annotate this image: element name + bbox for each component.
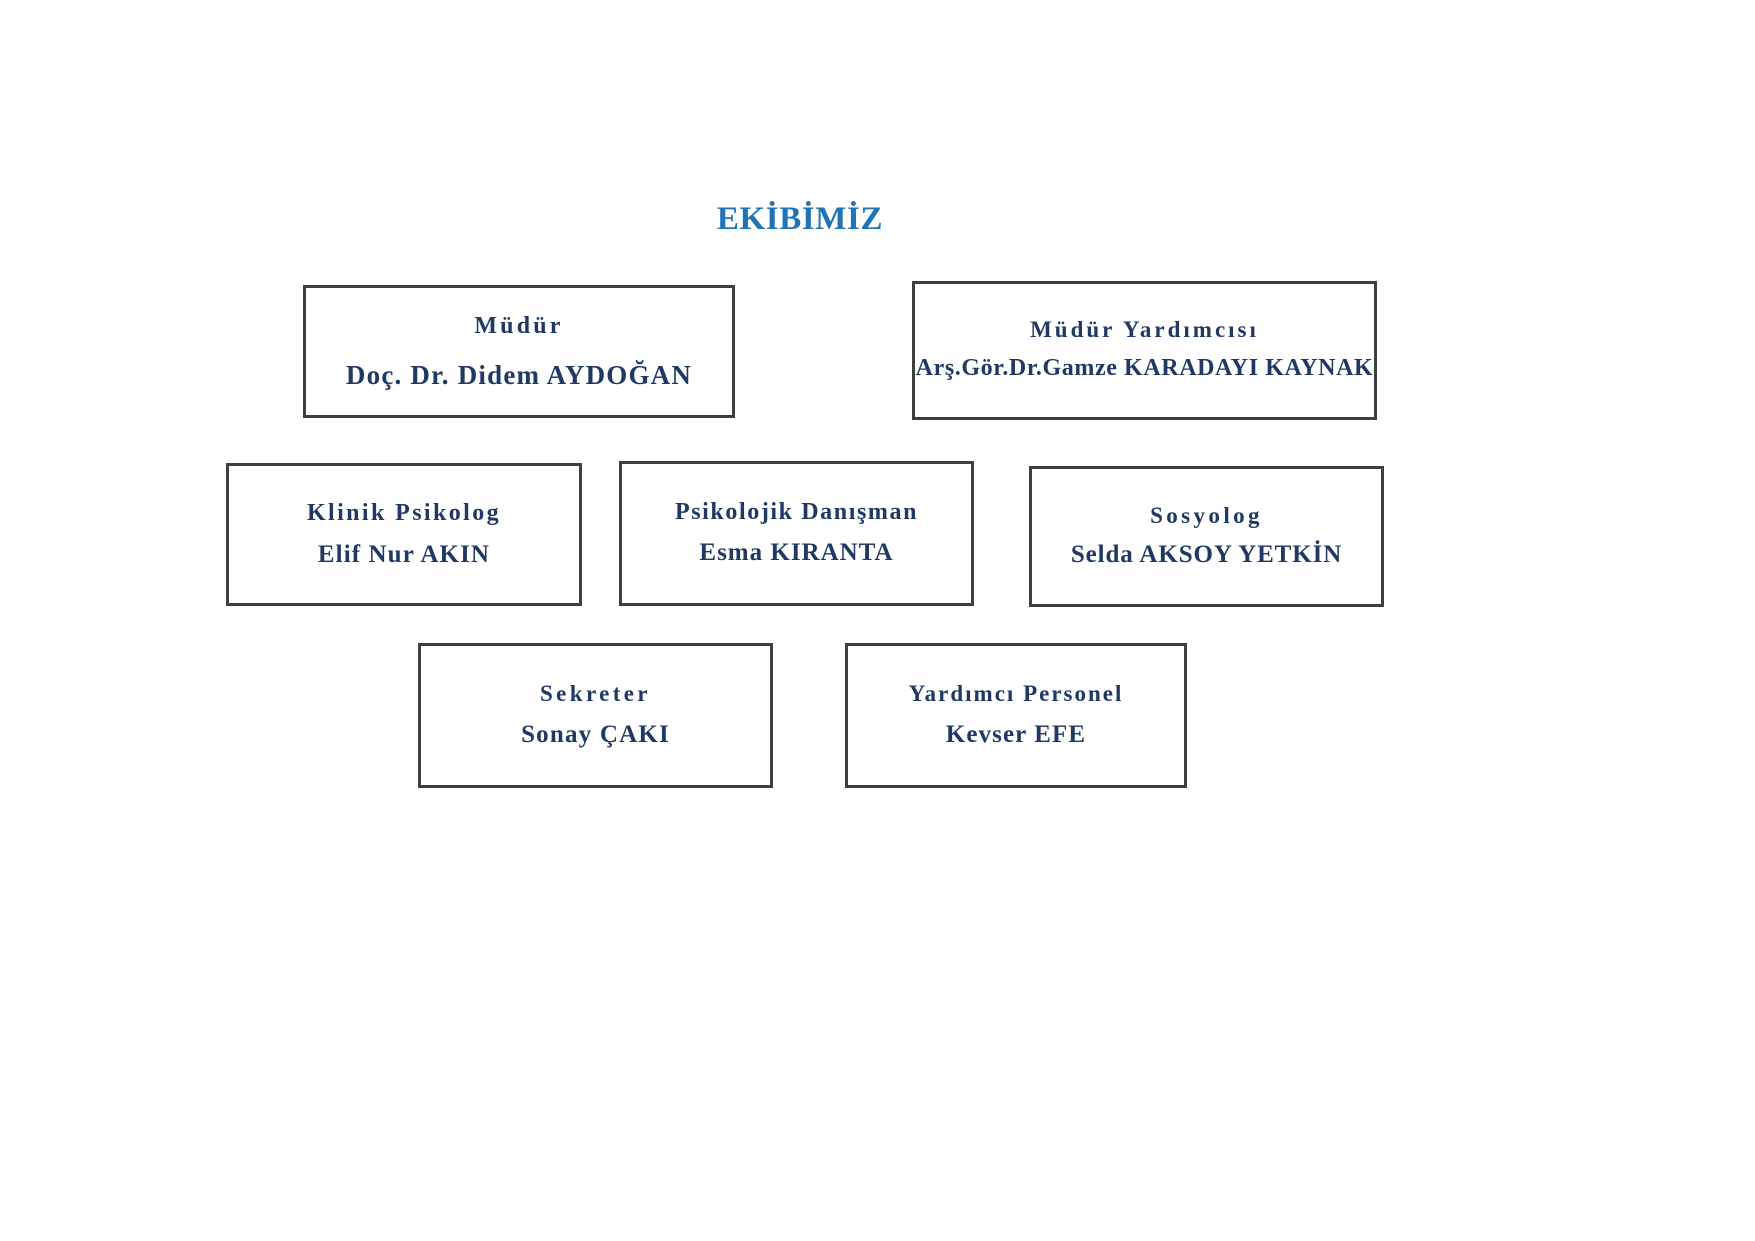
org-node-person: Elif Nur AKIN: [317, 540, 491, 568]
org-node-person: Doç. Dr. Didem AYDOĞAN: [345, 359, 693, 390]
org-node-sosyolog: Sosyolog Selda AKSOY YETKİN: [1029, 466, 1384, 607]
org-node-role: Klinik Psikolog: [306, 499, 502, 526]
org-node-person: Kevser EFE: [945, 721, 1087, 749]
org-node-role: Müdür Yardımcısı: [1030, 317, 1259, 343]
org-node-sekreter: Sekreter Sonay ÇAKI: [418, 643, 773, 788]
org-node-person: Arş.Gör.Dr.Gamze KARADAYI KAYNAK: [915, 355, 1374, 382]
org-node-role: Psikolojik Danışman: [674, 499, 919, 526]
org-node-role: Müdür: [474, 312, 564, 339]
org-node-klinik-psikolog: Klinik Psikolog Elif Nur AKIN: [226, 463, 582, 606]
org-node-mudur: Müdür Doç. Dr. Didem AYDOĞAN: [303, 285, 735, 418]
page-title: EKİBİMİZ: [716, 201, 884, 237]
org-node-role: Sosyolog: [1150, 503, 1263, 529]
org-node-person: Sonay ÇAKI: [521, 721, 670, 749]
org-node-mudur-yardimcisi: Müdür Yardımcısı Arş.Gör.Dr.Gamze KARADA…: [912, 281, 1377, 420]
org-node-role: Sekreter: [539, 681, 652, 707]
org-node-psikolojik-danisman: Psikolojik Danışman Esma KIRANTA: [619, 461, 974, 606]
org-node-person: Esma KIRANTA: [699, 539, 894, 567]
org-node-person: Selda AKSOY YETKİN: [1070, 541, 1343, 569]
org-node-yardimci-personel: Yardımcı Personel Kevser EFE: [845, 643, 1187, 788]
org-node-role: Yardımcı Personel: [908, 681, 1124, 707]
